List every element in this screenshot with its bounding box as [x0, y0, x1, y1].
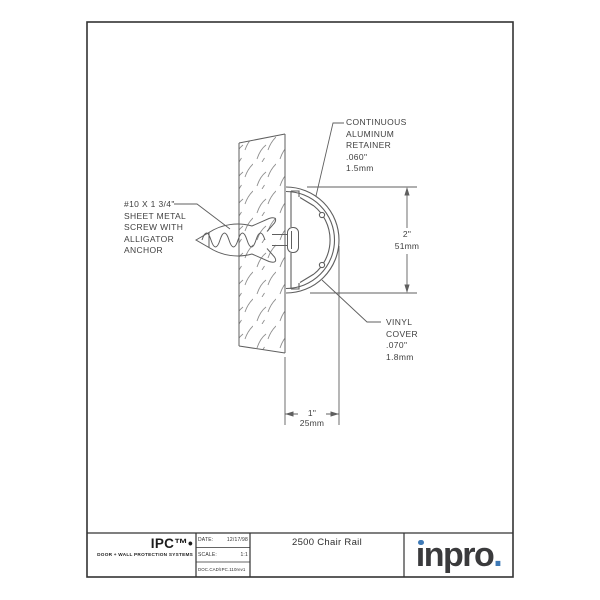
ipc-logo-tagline: DOOR + WALL PROTECTION SYSTEMS [97, 552, 193, 557]
sheet-border [86, 21, 514, 578]
vinyl-label-line: .070" [386, 340, 408, 350]
screw-head [287, 227, 299, 253]
leader-lines [174, 122, 381, 323]
field-date: DATE: 12/17/98 [198, 533, 248, 548]
ipc-logo-name: IPC™• [150, 536, 193, 551]
field-date-value: 12/17/98 [226, 537, 248, 544]
field-scale: SCALE: 1:1 [198, 548, 248, 563]
screw-thread [201, 232, 266, 248]
inpro-letters: npro [423, 536, 495, 574]
screw-label-line: ANCHOR [124, 245, 163, 255]
screw-leader [174, 203, 231, 230]
retainer-leader [315, 122, 344, 197]
ipc-logo: IPC™• DOOR + WALL PROTECTION SYSTEMS [90, 536, 193, 558]
arrowhead-up [404, 187, 410, 196]
dimension-depth [284, 246, 340, 425]
retainer-clip-bump [318, 211, 326, 219]
inpro-period: . [493, 536, 502, 574]
anchor-upper-fin [208, 217, 277, 233]
vinyl-label-line: 1.8mm [386, 351, 414, 362]
doc-number: DOC.CAD\IPC.110rev1 [198, 567, 246, 572]
wall-section [238, 133, 286, 354]
retainer-label-line: 1.5mm [346, 163, 374, 173]
inpro-logo-text: ınpro. [415, 536, 503, 574]
screw-label: #10 X 1 3/4" SHEET METAL SCREW WITH ALLI… [124, 199, 186, 257]
title-block-grid [87, 532, 513, 577]
retainer-label-line: .060" [346, 151, 368, 162]
dimension-depth-imperial: 1" [298, 408, 326, 418]
screw-label-line: SCREW WITH [124, 222, 184, 232]
vinyl-label-line: COVER [386, 328, 418, 339]
drawing-title: 2500 Chair Rail [292, 537, 362, 548]
screw-label-line: SHEET METAL [124, 210, 187, 221]
vinyl-leader [321, 279, 381, 323]
inpro-dot-icon [418, 539, 424, 545]
dimension-height-metric: 51mm [389, 241, 425, 251]
inpro-letter-i: ı [415, 536, 425, 574]
vinyl-label-line: VINYL [386, 317, 413, 327]
vinyl-label: VINYL COVER .070" 1.8mm [386, 317, 418, 363]
retainer-label-line: ALUMINUM [346, 128, 395, 139]
arrowhead-left [285, 411, 294, 417]
vinyl-cover-inner-arc [285, 190, 335, 290]
screw-label-line: ALLIGATOR [124, 233, 175, 244]
field-date-label: DATE: [198, 537, 214, 544]
vinyl-cover-outer-arc [285, 186, 340, 294]
retainer-label-line: RETAINER [346, 140, 392, 150]
arrowhead-down [404, 284, 410, 293]
retainer-label-line: CONTINUOUS [346, 117, 407, 127]
retainer-clip-bump [318, 261, 326, 269]
anchor-lower-fin [208, 247, 277, 263]
retainer-label: CONTINUOUS ALUMINUM RETAINER .060" 1.5mm [346, 117, 407, 175]
dimension-height [307, 186, 417, 294]
inpro-logo: ınpro. [404, 533, 513, 577]
chair-rail-profile [285, 186, 340, 294]
screw-label-line: #10 X 1 3/4" [124, 199, 175, 209]
screw-assembly [194, 217, 299, 263]
field-scale-value: 1:1 [240, 551, 248, 558]
dimension-height-imperial: 2" [392, 229, 422, 239]
field-scale-label: SCALE: [198, 551, 217, 558]
arrowhead-right [330, 411, 339, 417]
dimension-depth-metric: 25mm [294, 418, 330, 428]
